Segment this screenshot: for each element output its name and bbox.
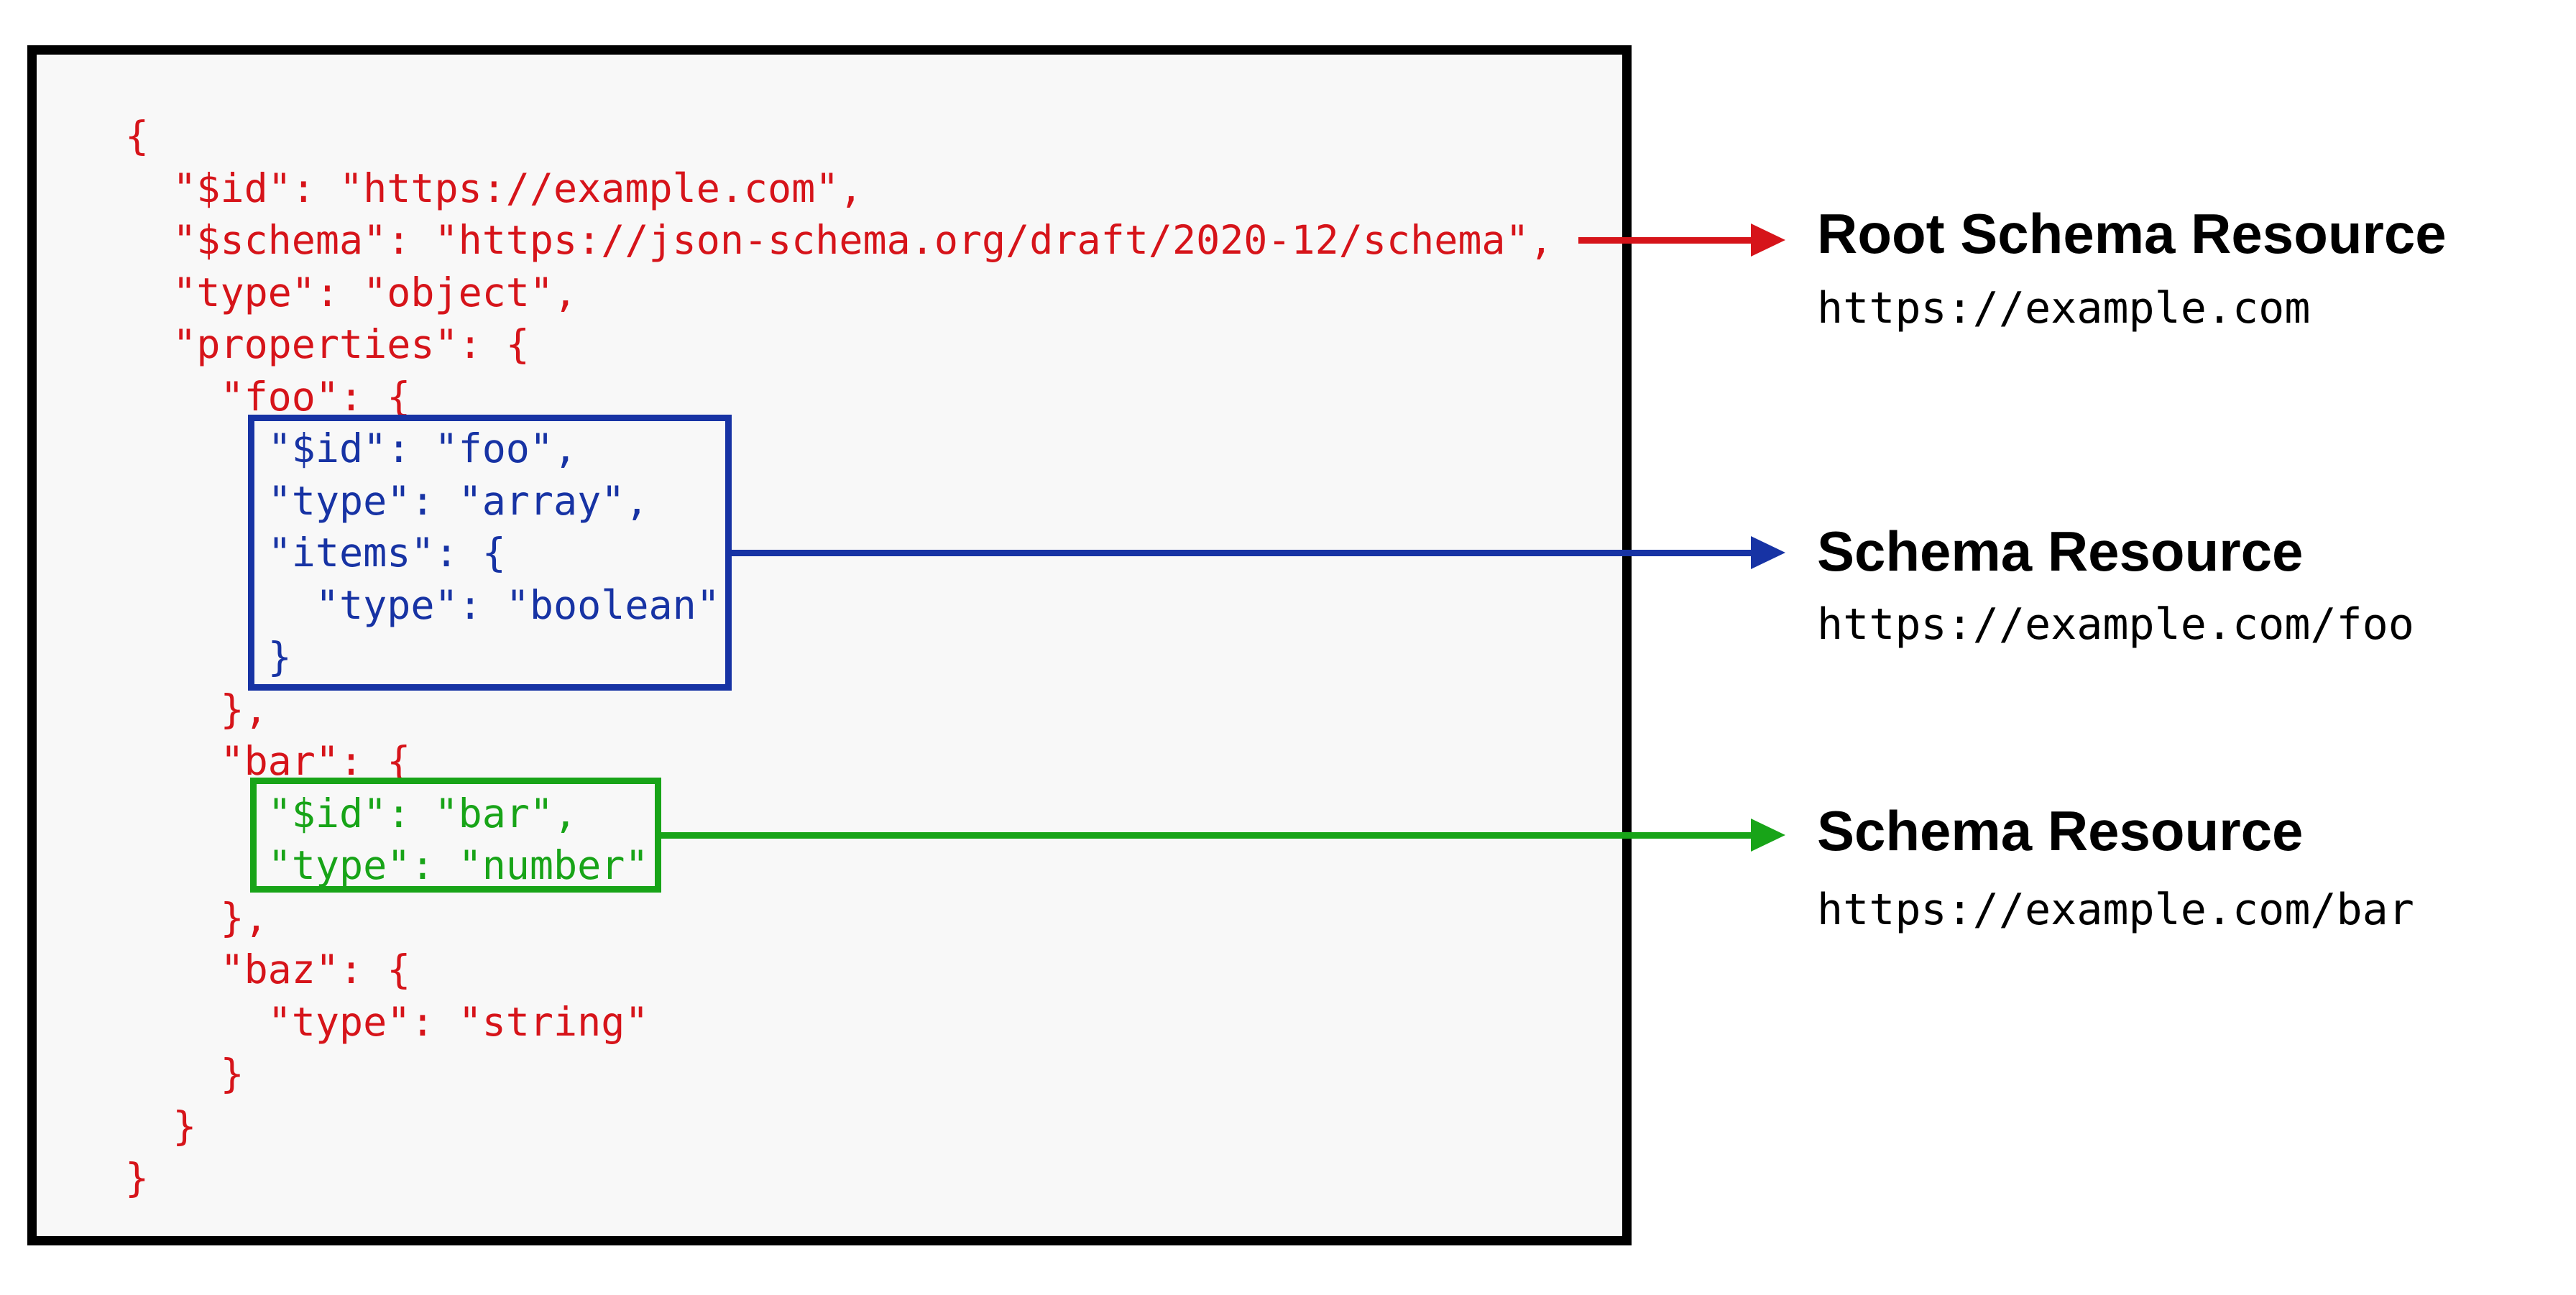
code-line: "$schema": "https://json-schema.org/draf… [125, 217, 1553, 263]
foo-schema-resource-url: https://example.com/foo [1817, 599, 2414, 650]
bar-schema-arrowhead-icon [1751, 819, 1785, 852]
code-line: "type": "boolean" [125, 581, 720, 628]
code-line: "bar": { [125, 738, 411, 784]
code-line: } [125, 1155, 150, 1201]
code-line: "baz": { [125, 946, 411, 992]
code-line: "type": "object", [125, 269, 578, 315]
code-line: "properties": { [125, 321, 530, 367]
code-line: }, [125, 686, 268, 732]
root-schema-resource-title: Root Schema Resource [1817, 202, 2447, 265]
code-line: "$id": "foo", [125, 425, 578, 471]
code-line: } [125, 1102, 197, 1149]
code-line: } [125, 1051, 244, 1097]
code-line: }, [125, 894, 268, 941]
code-line: "$id": "https://example.com", [125, 165, 863, 211]
code-line: "type": "string" [125, 998, 649, 1045]
code-line: { [125, 113, 150, 159]
bar-schema-resource-title: Schema Resource [1817, 799, 2304, 862]
root-schema-arrowhead-icon [1751, 223, 1785, 257]
root-schema-arrow-line [1578, 237, 1755, 244]
root-schema-resource-url: https://example.com [1817, 283, 2311, 333]
foo-schema-resource-title: Schema Resource [1817, 520, 2304, 583]
bar-schema-arrow-line [657, 832, 1755, 839]
foo-schema-arrow-line [727, 550, 1755, 556]
code-line: "foo": { [125, 373, 411, 420]
bar-schema-resource-url: https://example.com/bar [1817, 885, 2414, 935]
schema-document-panel [27, 45, 1632, 1245]
code-line: "type": "array", [125, 477, 649, 524]
schema-code: { "$id": "https://example.com", "$schema… [125, 110, 1553, 1204]
foo-schema-arrowhead-icon [1751, 536, 1785, 569]
code-line: "$id": "bar", [125, 790, 578, 837]
code-line: "type": "number" [125, 842, 649, 888]
code-line: "items": { [125, 530, 506, 576]
code-line: } [125, 634, 292, 680]
